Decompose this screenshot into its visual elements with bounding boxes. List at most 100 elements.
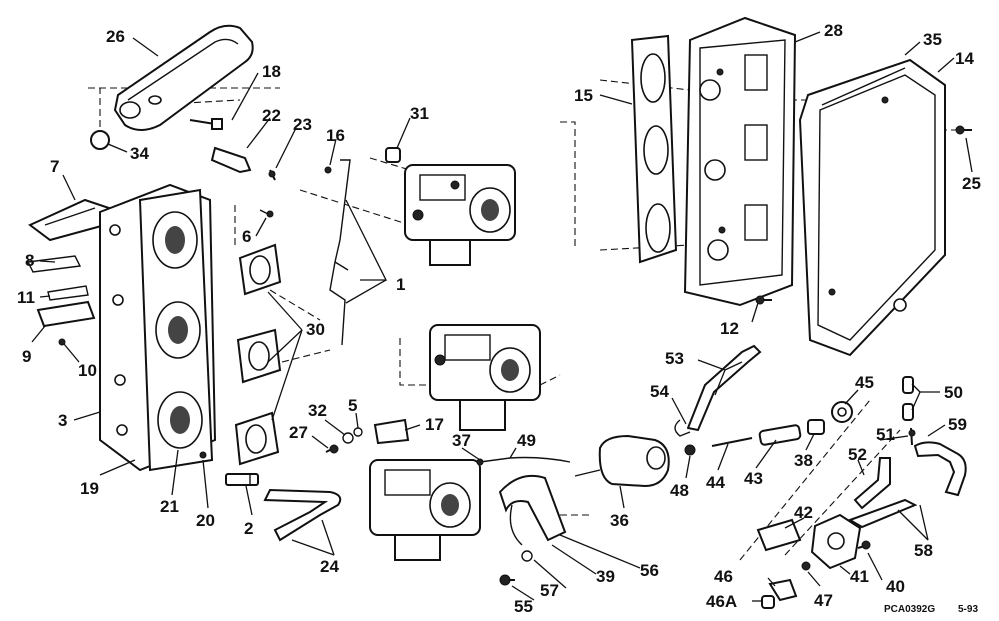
plate-part-9 — [36, 300, 96, 328]
callout-38: 38 — [794, 451, 813, 470]
callout-37: 37 — [452, 431, 471, 450]
bolt-part-2 — [225, 473, 259, 486]
enrichener-solenoid-part-36 — [574, 434, 670, 488]
callout-55: 55 — [514, 597, 533, 616]
oring-part-47 — [801, 561, 811, 571]
callout-26: 26 — [106, 27, 125, 46]
callout-19: 19 — [80, 479, 99, 498]
callout-12: 12 — [720, 319, 739, 338]
exhaust-cover-part-28 — [683, 16, 797, 307]
callout-51: 51 — [876, 425, 895, 444]
callout-9: 9 — [22, 347, 31, 366]
callout-28: 28 — [824, 21, 843, 40]
callout-2: 2 — [244, 519, 253, 538]
bolt-part-18 — [189, 118, 223, 130]
hose-part-53 — [686, 344, 762, 432]
hose-part-58 — [847, 498, 918, 529]
callout-56: 56 — [640, 561, 659, 580]
callout-21: 21 — [160, 497, 179, 516]
callout-47: 47 — [814, 591, 833, 610]
hose-part-52 — [853, 457, 891, 510]
rod-part-44 — [711, 437, 753, 447]
fitting-part-37 — [476, 458, 484, 466]
callout-20: 20 — [196, 511, 215, 530]
drawing-date: 5-93 — [958, 604, 978, 615]
callout-49: 49 — [517, 431, 536, 450]
gasket-part-42 — [756, 518, 802, 552]
callout-14: 14 — [955, 49, 974, 68]
intake-manifold-part-3 — [99, 183, 217, 472]
callout-23: 23 — [293, 115, 312, 134]
screw-part-25 — [955, 125, 972, 135]
carburetor-middle — [429, 324, 541, 431]
callout-27: 27 — [289, 423, 308, 442]
exhaust-housing-part-14 — [798, 58, 946, 357]
callout-18: 18 — [262, 62, 281, 81]
callout-17: 17 — [425, 415, 444, 434]
callout-40: 40 — [886, 577, 905, 596]
wire-part-49 — [479, 456, 571, 463]
bracket-part-56 — [498, 474, 567, 542]
hose-part-24 — [263, 488, 342, 542]
callout-30: 30 — [306, 320, 325, 339]
wire-part-39 — [509, 504, 523, 546]
washer-part-32 — [342, 432, 354, 444]
gasket-part-8 — [26, 255, 82, 273]
callout-15: 15 — [574, 86, 593, 105]
plug-part-46A — [761, 595, 775, 609]
spring-part-48 — [684, 444, 696, 456]
filter-element-part-38 — [807, 419, 825, 435]
clamp-part-54 — [674, 419, 691, 437]
callout-42: 42 — [794, 503, 813, 522]
callout-46A: 46A — [706, 592, 737, 611]
callout-53: 53 — [665, 349, 684, 368]
callout-5: 5 — [348, 396, 357, 415]
callout-46: 46 — [714, 567, 733, 586]
callout-58: 58 — [914, 541, 933, 560]
callout-34: 34 — [130, 144, 149, 163]
callout-41: 41 — [850, 567, 869, 586]
callout-59: 59 — [948, 415, 967, 434]
callout-22: 22 — [262, 106, 281, 125]
callout-3: 3 — [58, 411, 67, 430]
carb-gasket-part-30 — [234, 243, 282, 466]
carburetor-bottom — [369, 459, 481, 561]
screw-part-12 — [755, 295, 772, 305]
callout-57: 57 — [540, 581, 559, 600]
drawing-code: PCA0392G — [884, 604, 935, 615]
callout-8: 8 — [25, 251, 34, 270]
linkage-rod-part-1 — [324, 159, 351, 346]
clip-part-22 — [210, 146, 252, 174]
callout-44: 44 — [706, 473, 725, 492]
callout-43: 43 — [744, 469, 763, 488]
hose-part-43 — [758, 424, 802, 446]
callout-16: 16 — [326, 126, 345, 145]
callout-31: 31 — [410, 104, 429, 123]
washer-part-57 — [521, 550, 533, 562]
screw-part-23 — [268, 169, 276, 181]
fitting-part-51 — [908, 427, 916, 446]
gasket-part-15 — [630, 34, 678, 264]
gasket-part-35 — [821, 67, 906, 106]
callout-1: 1 — [396, 275, 405, 294]
callout-7: 7 — [50, 157, 59, 176]
plug-part-34 — [90, 130, 110, 150]
callout-10: 10 — [78, 361, 97, 380]
callout-35: 35 — [923, 30, 942, 49]
callout-50: 50 — [944, 383, 963, 402]
lever-part-17 — [373, 418, 410, 445]
fuel-pump-part-41 — [810, 513, 862, 570]
screw-part-6 — [259, 209, 274, 218]
callout-6: 6 — [242, 227, 251, 246]
hose-part-59 — [913, 441, 967, 497]
callout-45: 45 — [855, 373, 874, 392]
callout-39: 39 — [596, 567, 615, 586]
screw-part-55 — [499, 574, 515, 586]
callout-24: 24 — [320, 557, 339, 576]
callout-11: 11 — [17, 288, 35, 307]
leader-lines — [31, 31, 973, 602]
callout-36: 36 — [610, 511, 629, 530]
carburetor-top — [404, 164, 516, 266]
hose-part-50 — [902, 376, 914, 421]
